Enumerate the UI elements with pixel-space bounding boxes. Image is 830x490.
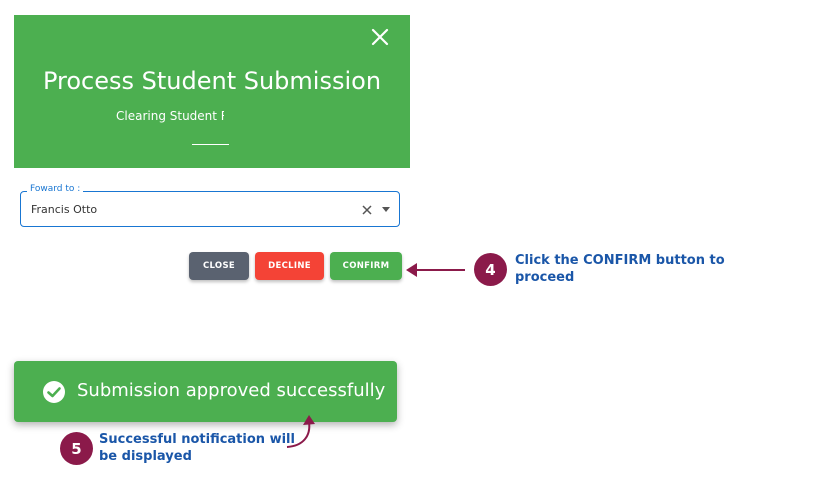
success-toast: Submission approved successfully [14,361,397,422]
curved-arrow-icon [286,415,315,448]
toast-message: Submission approved successfully [77,380,386,401]
clear-icon[interactable] [361,203,373,215]
chevron-down-icon[interactable] [382,207,390,212]
confirm-button[interactable]: CONFIRM [330,252,402,280]
check-circle-icon [42,380,66,404]
pointer-arrow-icon [406,263,465,277]
step-5-text: Successful notification will be displaye… [99,432,295,464]
step-5-badge: 5 [60,432,93,465]
decline-button[interactable]: DECLINE [255,252,324,280]
step-4-badge: 4 [474,253,507,286]
close-icon[interactable] [370,27,390,47]
step-4-text: Click the CONFIRM button to proceed [515,253,725,285]
forward-to-field[interactable]: Foward to : Francis Otto [20,184,400,227]
dialog-header: Process Student Submission Clearing Stud… [14,15,410,168]
dialog-subtitle: Clearing Student Rem [116,109,224,123]
forward-to-value: Francis Otto [31,203,98,216]
header-divider [192,144,229,145]
close-button[interactable]: CLOSE [189,252,249,280]
dialog-title: Process Student Submission [42,67,382,95]
forward-to-label: Foward to : [27,184,84,194]
